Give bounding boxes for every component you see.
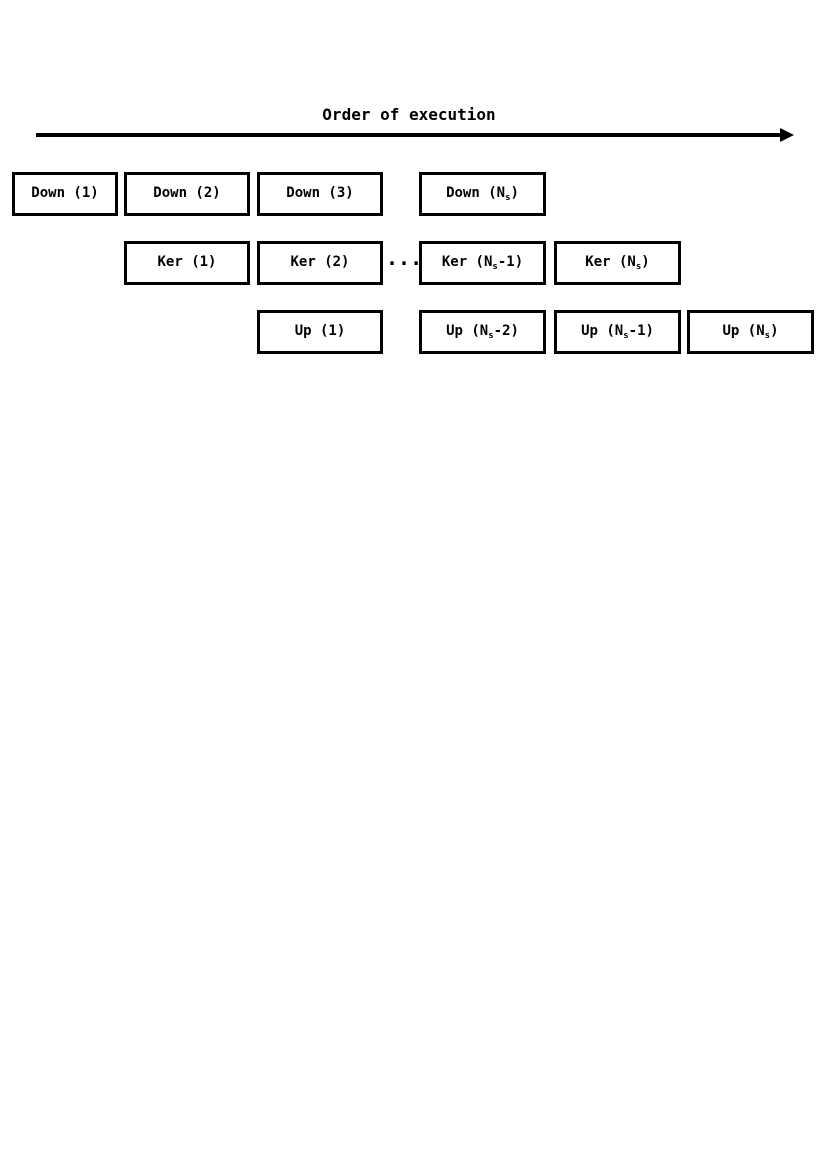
box-label: Ker (1): [157, 254, 217, 270]
ker-box-2: Ker (2): [257, 241, 383, 285]
box-label: Down (3): [286, 185, 354, 201]
ker-box-1: Ker (1): [124, 241, 250, 285]
box-label: Down (1): [31, 185, 99, 201]
box-label: Up (1): [294, 323, 346, 339]
down-box-ns: Down (Ns): [419, 172, 546, 216]
up-box-ns: Up (Ns): [687, 310, 814, 354]
down-box-3: Down (3): [257, 172, 383, 216]
ellipsis: ...: [386, 246, 423, 270]
up-box-ns-minus-2: Up (Ns-2): [419, 310, 546, 354]
box-label: Ker (Ns): [585, 254, 650, 272]
execution-arrow-head: [780, 128, 794, 142]
execution-arrow-shaft: [36, 133, 782, 137]
up-box-ns-minus-1: Up (Ns-1): [554, 310, 681, 354]
box-label: Ker (2): [290, 254, 350, 270]
box-label: Up (Ns): [722, 323, 779, 341]
box-label: Ker (Ns-1): [441, 254, 524, 272]
box-label: Down (2): [153, 185, 221, 201]
box-label: Down (Ns): [446, 185, 519, 203]
up-box-1: Up (1): [257, 310, 383, 354]
down-box-2: Down (2): [124, 172, 250, 216]
ker-box-ns: Ker (Ns): [554, 241, 681, 285]
diagram-title: Order of execution: [322, 105, 496, 124]
down-box-1: Down (1): [12, 172, 118, 216]
box-label: Up (Ns-1): [581, 323, 654, 341]
box-label: Up (Ns-2): [446, 323, 519, 341]
ker-box-ns-minus-1: Ker (Ns-1): [419, 241, 546, 285]
